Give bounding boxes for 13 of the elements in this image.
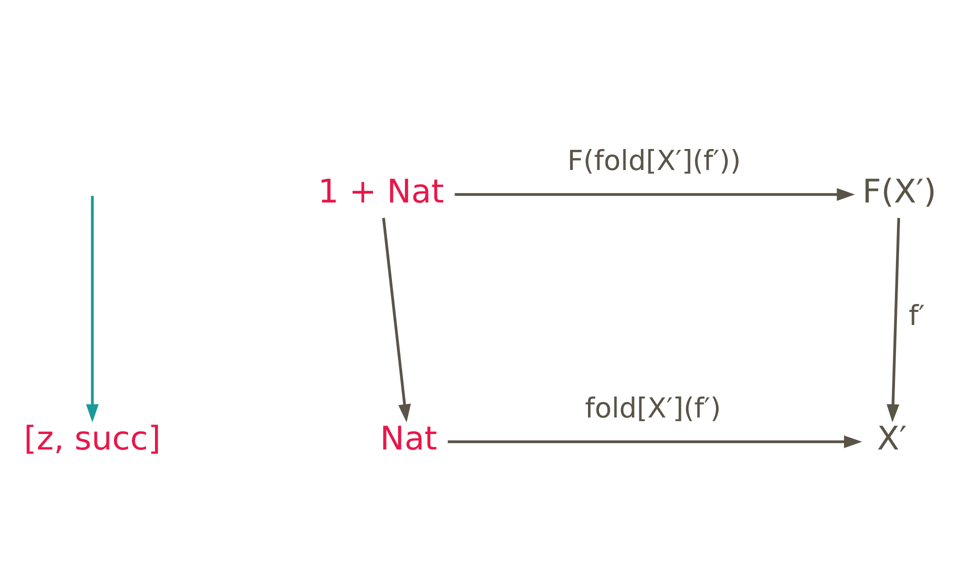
arrow: [886, 218, 900, 422]
node-text: [z, succ]: [24, 420, 161, 458]
arrow: [382, 218, 411, 422]
arrow: [448, 435, 862, 448]
edge-label: f′: [908, 299, 925, 332]
node-text: Nat: [380, 420, 438, 458]
edge-label: F(fold[X′](f′)): [567, 144, 741, 178]
edge-label: fold[X′](f′): [584, 391, 722, 424]
node-text: X′: [876, 420, 907, 458]
arrow: [454, 188, 855, 201]
arrow: [86, 196, 99, 422]
node-text: 1 + Nat: [318, 172, 444, 210]
node-text: F(X′): [862, 172, 936, 210]
